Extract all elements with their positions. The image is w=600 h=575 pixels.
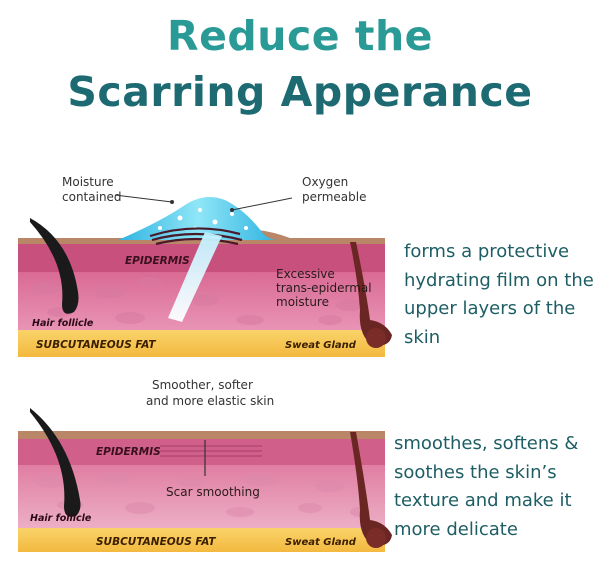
hydrating-film: [118, 196, 278, 240]
label-epidermis-1: EPIDERMIS: [125, 255, 190, 267]
epidermis-layer-2: [18, 439, 385, 467]
label-hair-1: Hair follicle: [32, 318, 94, 329]
dermis-cells: [31, 277, 364, 325]
title-line-1: Reduce the: [167, 12, 433, 60]
label-fat-1: SUBCUTANEOUS FAT: [36, 339, 156, 351]
title-line-2: Scarring Apperance: [67, 68, 533, 116]
label-scar: Scar smoothing: [166, 485, 260, 499]
description-1: forms a protective hydrating film on the…: [404, 241, 594, 348]
label-moisture-1: Moisture: [62, 175, 114, 189]
scar-lines: [149, 227, 243, 246]
label-moisture-2: contained: [62, 190, 122, 204]
subcutaneous-fat-layer-2: [18, 528, 385, 552]
label-epidermis-2: EPIDERMIS: [96, 446, 161, 458]
label-fat-2: SUBCUTANEOUS FAT: [96, 536, 216, 548]
subcutaneous-fat-layer: [18, 330, 385, 357]
smoothed-scar-lines: [160, 445, 262, 457]
label-gland-2: Sweat Gland: [285, 537, 357, 548]
description-2: smoothes, softens & soothes the skin’s t…: [394, 433, 579, 540]
label-hair-2: Hair follicle: [30, 513, 92, 524]
label-gland-1: Sweat Gland: [285, 340, 357, 351]
moisture-beam: [168, 232, 222, 322]
sweat-gland-2: [350, 432, 392, 546]
skin-surface-layer-2: [18, 431, 385, 440]
hair-follicle-2: [30, 408, 81, 517]
hair-follicle: [30, 218, 79, 314]
sweat-gland: [350, 242, 392, 346]
